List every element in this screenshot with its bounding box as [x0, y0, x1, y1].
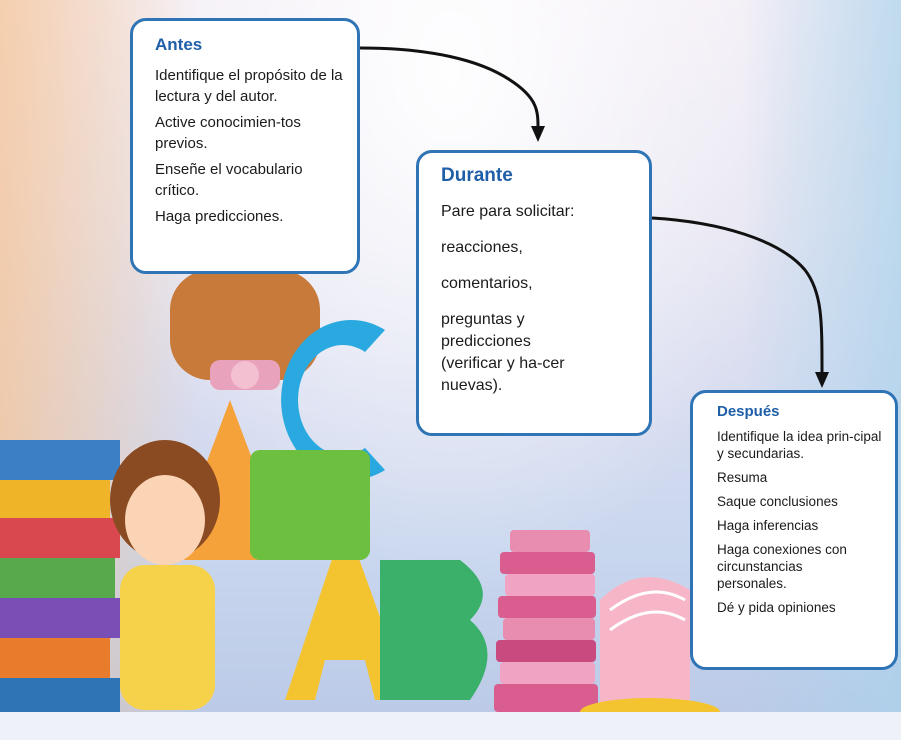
card-despues-item: Haga inferencias — [717, 518, 819, 533]
card-durante-item: reacciones, — [441, 239, 523, 256]
arrowhead-icon — [815, 372, 829, 388]
arrow-durante-to-despues — [651, 216, 824, 373]
card-despues-item: Haga conexiones con circunstancias perso… — [717, 542, 847, 591]
card-despues: Después Identifique la idea prin-cipal y… — [690, 390, 898, 670]
card-durante-item: comentarios, — [441, 275, 533, 292]
arrowhead-icon — [531, 126, 545, 142]
letter-a-green-block — [250, 450, 410, 700]
card-antes-item: Enseñe el vocabulario crítico. — [155, 161, 303, 199]
card-antes: Antes Identifique el propósito de la lec… — [130, 18, 360, 274]
card-despues-item: Dé y pida opiniones — [717, 600, 836, 615]
book-stack-left — [0, 440, 120, 712]
card-antes-item: Active conocimien-tos previos. — [155, 114, 301, 152]
card-antes-item: Haga predicciones. — [155, 208, 284, 225]
card-despues-item: Identifique la idea prin-cipal y secunda… — [717, 429, 882, 461]
bottom-band — [0, 712, 901, 740]
card-durante-item: Pare para solicitar: — [441, 203, 575, 220]
card-antes-item: Identifique el propósito de la lectura y… — [155, 67, 343, 105]
card-durante: Durante Pare para solicitar: reacciones,… — [416, 150, 652, 436]
card-durante-title: Durante — [441, 165, 513, 186]
backpack — [170, 270, 320, 390]
arrowheads — [531, 126, 829, 388]
card-durante-item: preguntas y predicciones (verificar y ha… — [441, 311, 565, 394]
card-despues-item: Resuma — [717, 470, 768, 485]
card-antes-title: Antes — [155, 35, 203, 54]
card-despues-title: Después — [717, 403, 780, 420]
letter-c-block: C — [281, 320, 385, 480]
arrow-antes-to-durante — [359, 46, 540, 129]
child-figure — [110, 440, 220, 710]
connector-arrows — [359, 46, 824, 373]
book-stack-right — [494, 530, 598, 712]
letter-b-block — [380, 560, 488, 700]
card-despues-item: Saque conclusiones — [717, 494, 838, 509]
